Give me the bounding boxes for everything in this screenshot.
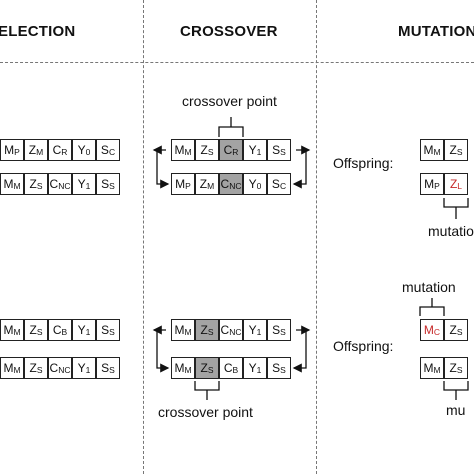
mutation-label-top: mutatio	[428, 223, 474, 239]
crossover-point-label-bottom: crossover point	[158, 404, 253, 420]
crossover-point-bracket-bottom	[194, 381, 220, 400]
mutation-bracket-bottom	[419, 298, 445, 316]
gene: CNC	[219, 319, 243, 341]
gene: ZM	[24, 139, 48, 161]
mutation-bracket-bottom-below	[443, 381, 469, 400]
gene: Y1	[72, 319, 96, 341]
divider-header	[0, 62, 474, 63]
gene: MM	[171, 357, 195, 379]
gene: MP	[420, 173, 444, 195]
divider-left	[143, 0, 144, 474]
mutation-label-bottom-below: mu	[446, 402, 466, 418]
gene-crossover-point: CNC	[219, 173, 243, 195]
gene: Y1	[243, 357, 267, 379]
divider-right	[316, 0, 317, 474]
gene: SC	[96, 139, 120, 161]
gene-crossover-point: CR	[219, 139, 243, 161]
swap-arrow-left-bottom	[156, 329, 170, 373]
gene: MM	[0, 319, 24, 341]
gene: ZS	[24, 173, 48, 195]
offspring-label-bottom: Offspring:	[333, 338, 394, 354]
gene: Y1	[243, 139, 267, 161]
gene: Y0	[72, 139, 96, 161]
gene: SS	[96, 357, 120, 379]
gene: MM	[420, 357, 444, 379]
gene-crossover-point: ZS	[195, 319, 219, 341]
gene-crossover-point: ZS	[195, 357, 219, 379]
mutation-label-bottom-above: mutation	[402, 279, 456, 295]
crossover-point-label-top: crossover point	[182, 93, 277, 109]
gene: Y1	[243, 319, 267, 341]
offspring-label-top: Offspring:	[333, 155, 394, 171]
gene: SS	[96, 319, 120, 341]
gene: MP	[0, 139, 24, 161]
header-crossover: CROSSOVER	[180, 23, 278, 40]
gene: CB	[219, 357, 243, 379]
gene: ZS	[444, 139, 468, 161]
gene: CNC	[48, 173, 72, 195]
gene-mutated: MC	[420, 319, 444, 341]
gene: ZS	[444, 319, 468, 341]
gene: MM	[0, 173, 24, 195]
gene: ZS	[24, 319, 48, 341]
gene: MM	[171, 139, 195, 161]
gene: SS	[96, 173, 120, 195]
header-selection: ELECTION	[0, 23, 76, 40]
gene: CNC	[48, 357, 72, 379]
gene: SC	[267, 173, 291, 195]
gene: MM	[171, 319, 195, 341]
header-mutation: MUTATION	[398, 23, 474, 40]
gene: MM	[420, 139, 444, 161]
gene: CR	[48, 139, 72, 161]
gene: SS	[267, 357, 291, 379]
gene: CB	[48, 319, 72, 341]
gene: SS	[267, 319, 291, 341]
swap-arrow-right-bottom	[292, 329, 307, 373]
gene: MM	[0, 357, 24, 379]
mutation-bracket-top	[443, 198, 469, 219]
crossover-point-bracket-top	[218, 117, 244, 137]
gene: ZS	[195, 139, 219, 161]
swap-arrow-left-top	[156, 149, 170, 189]
gene: ZS	[444, 357, 468, 379]
gene: MP	[171, 173, 195, 195]
gene: Y1	[72, 357, 96, 379]
gene: ZS	[24, 357, 48, 379]
swap-arrow-right-top	[292, 149, 307, 189]
gene: ZM	[195, 173, 219, 195]
gene-mutated: ZL	[444, 173, 468, 195]
gene: Y0	[243, 173, 267, 195]
gene: Y1	[72, 173, 96, 195]
gene: SS	[267, 139, 291, 161]
